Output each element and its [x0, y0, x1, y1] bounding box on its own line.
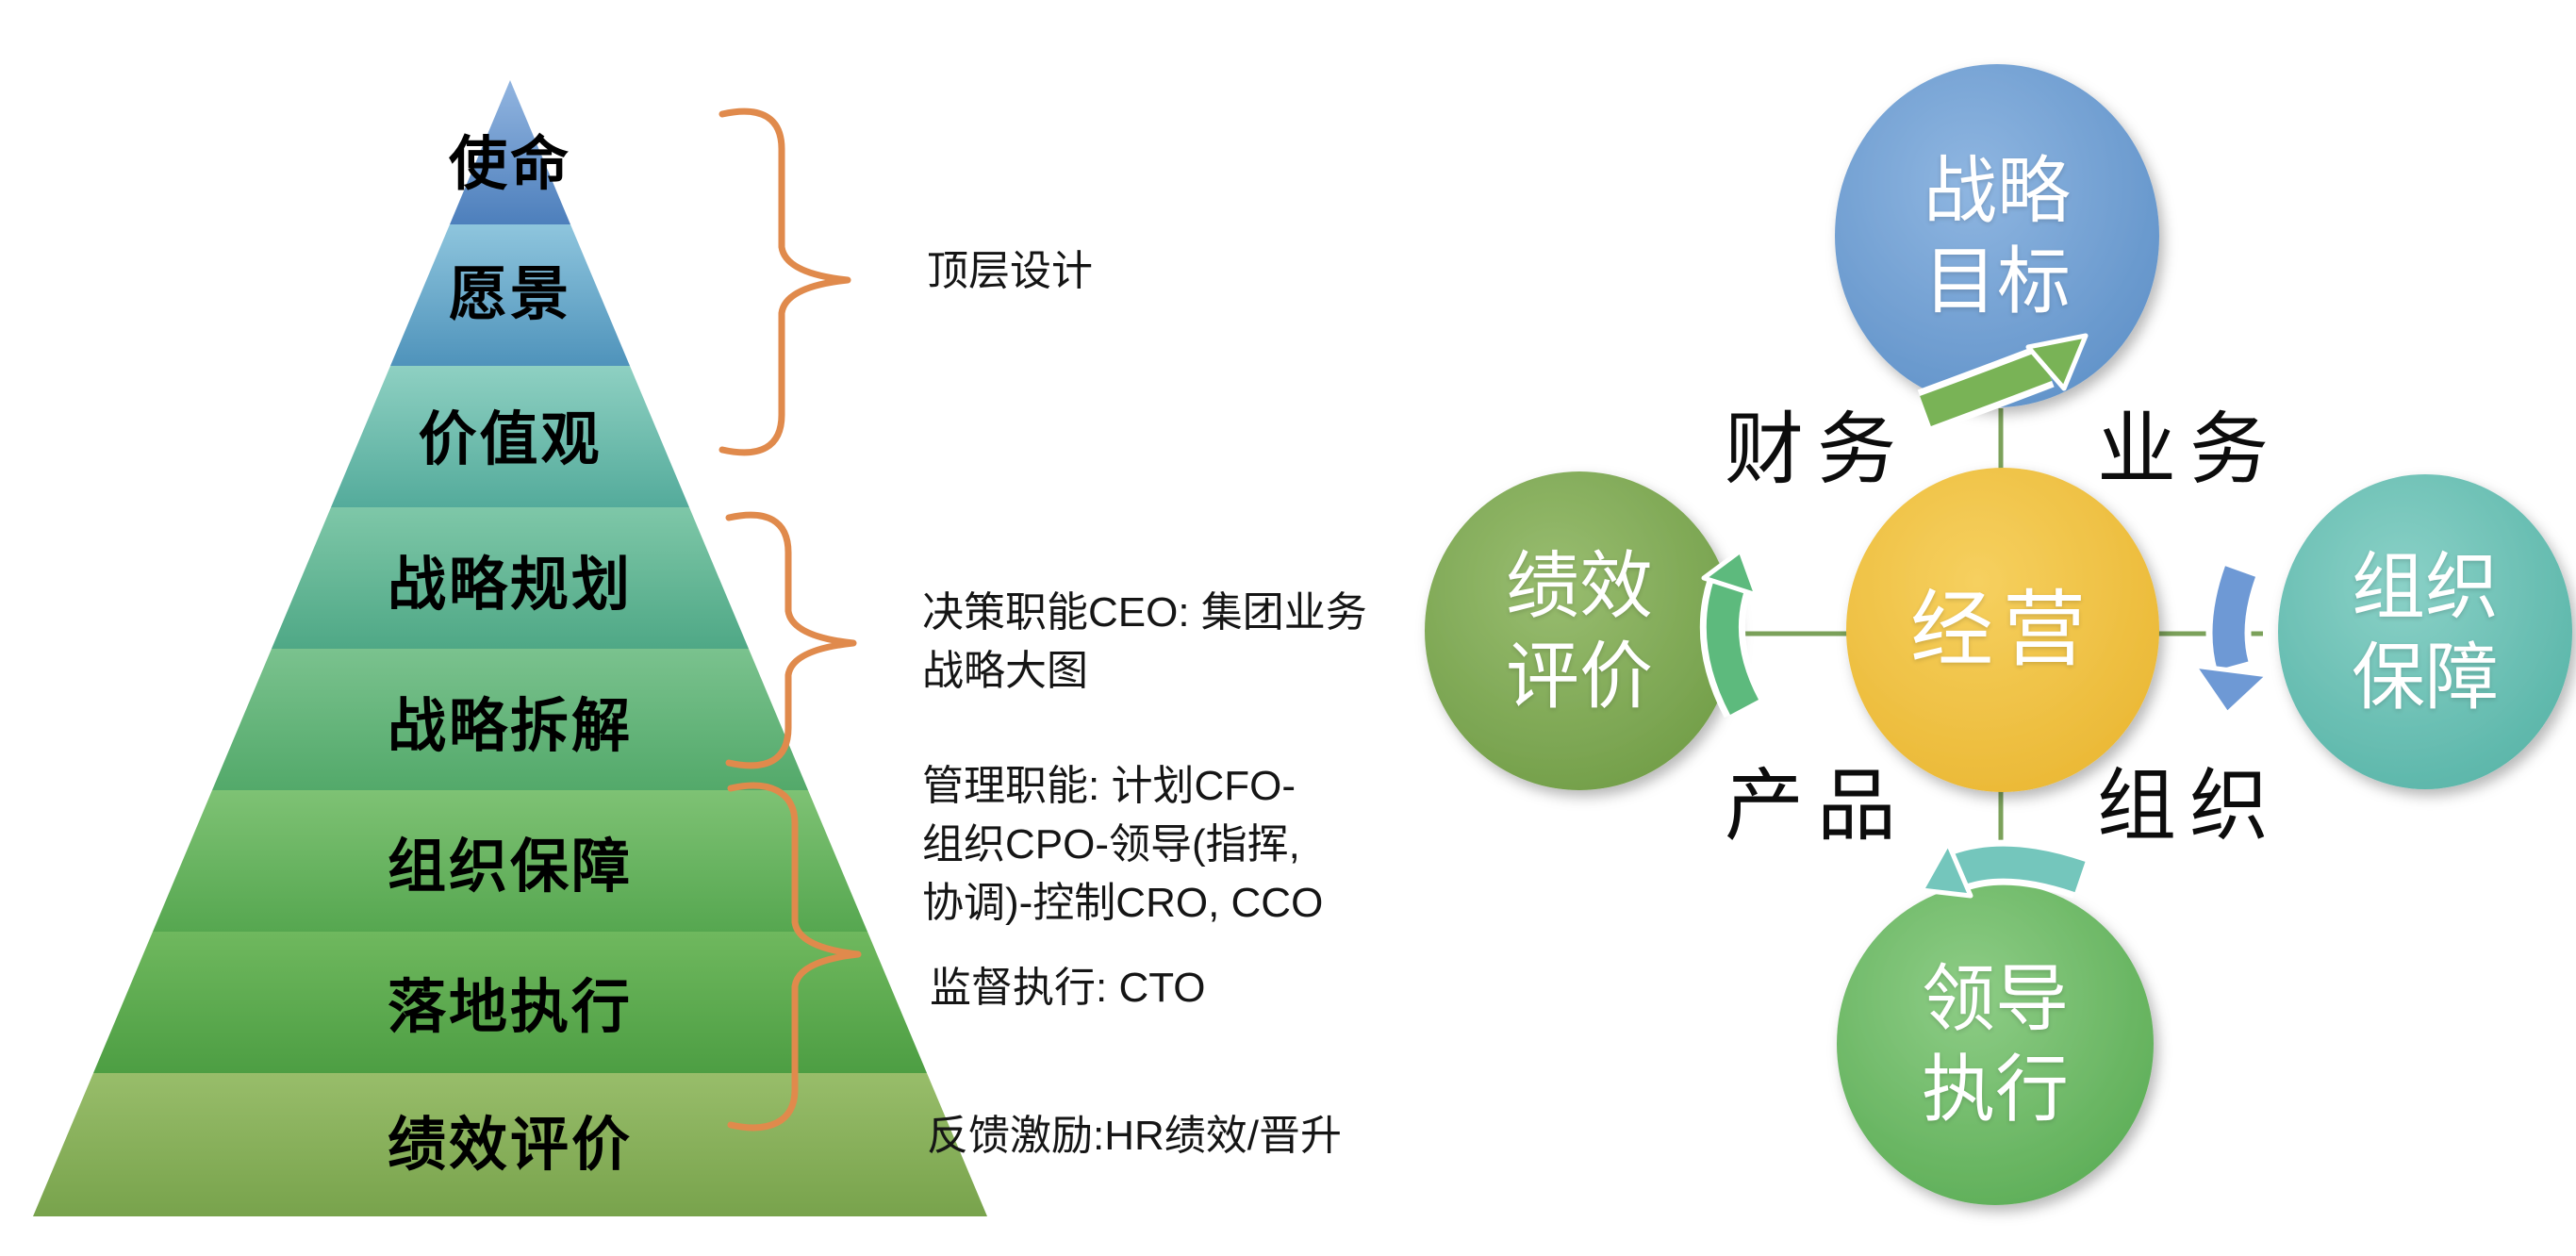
annotation-line: 监督执行: CTO	[930, 965, 1206, 1011]
node-label-line: 绩效	[1505, 544, 1654, 627]
node-label-line: 执行	[1921, 1048, 2070, 1131]
node-label-line: 评价	[1505, 635, 1654, 718]
annotation-decision: 决策职能CEO: 集团业务 战略大图	[922, 584, 1367, 701]
pyramid-layer-label-org-support: 组织保障	[387, 835, 634, 900]
pyramid-layer-label-performance: 绩效评价	[387, 1113, 634, 1178]
node-label-line: 经营	[1909, 583, 2096, 676]
node-label-line: 目标	[1923, 240, 2072, 322]
brace-top-design	[718, 107, 851, 456]
pyramid-layer-shape-2	[390, 224, 630, 366]
pyramid-layer-label-vision: 愿景	[448, 262, 572, 327]
node-label-line: 战略	[1923, 149, 2072, 232]
node-label-org-support: 组织 保障	[2352, 541, 2499, 722]
pyramid-layer-label-breakdown: 战略拆解	[387, 694, 634, 759]
annotation-line: 管理职能: 计划CFO-	[922, 763, 1296, 809]
quadrant-label-org: 组织	[2096, 761, 2283, 851]
annotation-line: 反馈激励:HR绩效/晋升	[927, 1113, 1342, 1159]
quadrant-label-product: 产品	[1724, 761, 1910, 851]
annotation-line: 协调)-控制CRO, CCO	[922, 880, 1324, 926]
node-label-center: 经营	[1910, 583, 2095, 677]
brace-management	[727, 782, 862, 1132]
pyramid-layer-label-planning: 战略规划	[387, 553, 634, 618]
brace-decision	[725, 511, 857, 769]
node-circle-leadership	[1837, 883, 2154, 1205]
annotation-line: 组织CPO-领导(指挥,	[922, 821, 1300, 868]
node-label-strategy-goal: 战略 目标	[1924, 145, 2071, 326]
pyramid-layer-shape-3	[331, 366, 689, 507]
annotation-line: 战略大图	[922, 648, 1088, 694]
pyramid-layer-label-execution: 落地执行	[387, 975, 634, 1040]
annotation-management: 管理职能: 计划CFO- 组织CPO-领导(指挥, 协调)-控制CRO, CCO	[922, 757, 1323, 933]
pyramid-layer-shape-7	[93, 932, 927, 1073]
node-label-line: 保障	[2351, 636, 2500, 719]
curved-arrow-right-icon	[2191, 563, 2271, 717]
quadrant-label-business: 业务	[2096, 405, 2283, 494]
pyramid-layer-shape-1	[450, 80, 570, 224]
pyramid-layer-label-values: 价值观	[418, 407, 603, 472]
node-circle-org-support	[2278, 474, 2572, 789]
node-circle-strategy-goal	[1835, 64, 2159, 407]
node-label-line: 领导	[1921, 957, 2070, 1040]
node-label-performance: 绩效 评价	[1506, 540, 1653, 721]
annotation-line: 顶层设计	[927, 248, 1093, 294]
curved-arrow-bottom-icon	[1919, 839, 2088, 899]
node-label-leadership: 领导 执行	[1922, 953, 2069, 1134]
pyramid-layer-shape-4	[272, 507, 749, 649]
pyramid-layer-shape-5	[212, 649, 808, 790]
pyramid-layer-shape-8	[33, 1073, 987, 1216]
node-circle-performance	[1425, 471, 1734, 790]
annotation-supervision: 监督执行: CTO	[930, 959, 1206, 1017]
curved-arrow-top-icon	[1917, 333, 2089, 433]
pyramid	[33, 80, 987, 1216]
annotation-top-design: 顶层设计	[927, 242, 1093, 301]
node-label-line: 组织	[2351, 545, 2500, 628]
node-circle-center	[1846, 468, 2159, 792]
annotation-feedback: 反馈激励:HR绩效/晋升	[927, 1107, 1342, 1165]
curved-arrow-left-icon	[1699, 548, 1765, 719]
pyramid-layer-label-mission: 使命	[448, 132, 572, 197]
quadrant-label-finance: 财务	[1724, 405, 1910, 494]
annotation-line: 决策职能CEO: 集团业务	[922, 589, 1367, 636]
pyramid-layer-shape-6	[153, 790, 867, 932]
